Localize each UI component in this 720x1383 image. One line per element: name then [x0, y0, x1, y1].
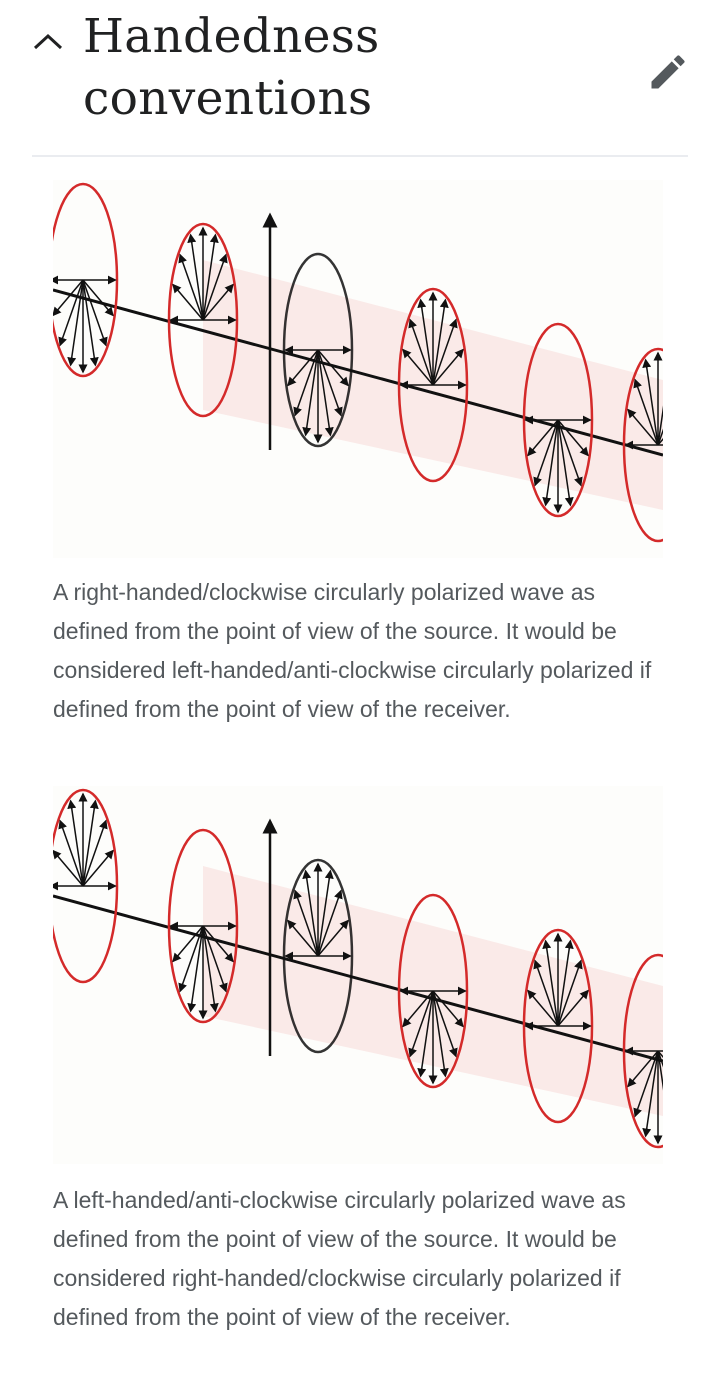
figure-right-handed	[53, 180, 663, 558]
section-divider	[32, 155, 688, 157]
section-title-line1: Handedness	[83, 9, 380, 64]
pencil-icon[interactable]	[646, 50, 690, 94]
figure-caption: A left-handed/anti-clockwise circularly …	[53, 1187, 626, 1330]
figure-left-handed	[53, 786, 663, 1164]
section-title-line2: conventions	[83, 71, 373, 126]
left-handed-circular-polarization-diagram[interactable]	[53, 786, 663, 1164]
right-handed-circular-polarization-diagram[interactable]	[53, 180, 663, 558]
figure-caption: A right-handed/clockwise circularly pola…	[53, 579, 652, 722]
chevron-up-icon[interactable]	[30, 26, 66, 56]
section-title: Handedness conventions	[83, 6, 380, 130]
section-header[interactable]: Handedness conventions	[0, 0, 720, 156]
